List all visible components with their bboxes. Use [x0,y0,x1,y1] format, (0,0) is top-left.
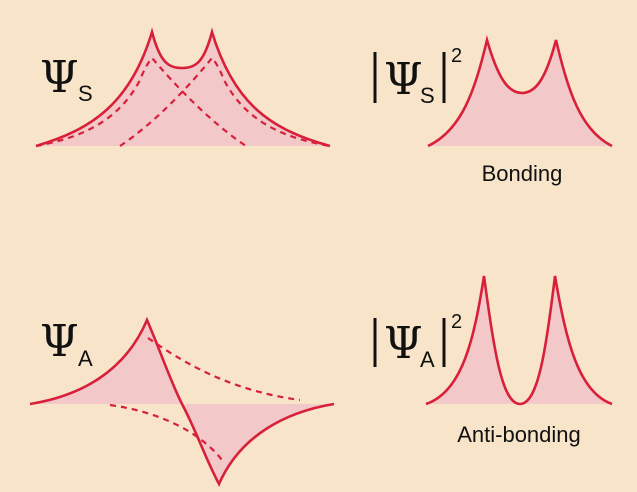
psi-a-sq-symbol: Ψ [384,318,423,369]
psi-a-left-component [147,337,301,402]
psi-s-left-component [35,56,247,148]
psi-a-right-component [109,403,223,461]
psi-a-sq-subscript: A [420,347,435,372]
psi-s-sq-exponent: 2 [451,45,462,67]
psi-a-sq-exponent: 2 [451,311,462,333]
psi-s-sq-symbol: Ψ [384,54,423,105]
psi-a-fill-upper [30,320,182,404]
psi-a-curve [29,316,335,487]
antibonding-density-fill [426,276,612,404]
panel-psi-s-squared: Ψ S 2 Bonding [373,34,613,186]
bonding-caption: Bonding [482,161,563,186]
panel-psi-a: Ψ A [29,316,335,487]
bonding-density-curve [427,34,613,148]
psi-s-subscript: S [78,81,93,106]
psi-s-sq-subscript: S [420,83,435,108]
psi-s-right-component [119,56,331,148]
psi-s-symbol: Ψ [40,52,79,103]
psi-a-subscript: A [78,346,93,371]
psi-s-curve [35,27,331,148]
psi-a-fill-lower [182,404,334,484]
panel-psi-a-squared: Ψ A 2 Anti-bonding [373,275,613,447]
panel-psi-s: Ψ S [35,27,331,148]
antibonding-density-curve [425,275,613,406]
antibonding-caption: Anti-bonding [457,422,581,447]
psi-a-symbol: Ψ [40,316,79,367]
